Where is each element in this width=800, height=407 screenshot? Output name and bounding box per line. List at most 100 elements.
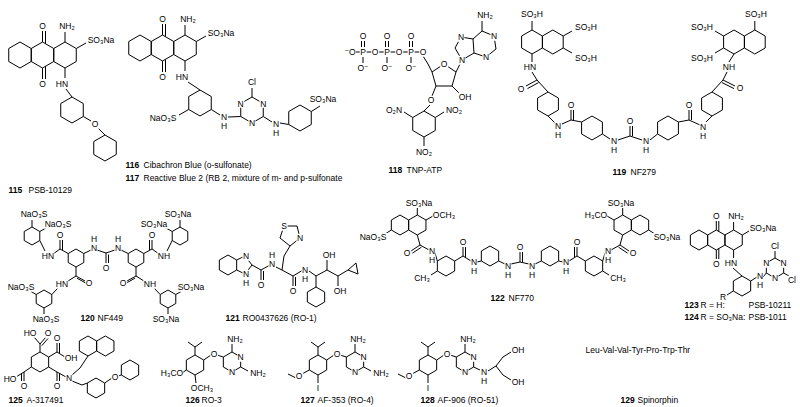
ring	[87, 378, 104, 398]
compound-number: 126	[185, 396, 200, 405]
atom-label: O	[53, 334, 61, 343]
atom-label: O	[111, 373, 119, 382]
atom-label: SO₃Na	[152, 315, 180, 324]
ring	[744, 30, 765, 54]
atom-label: I	[426, 384, 429, 393]
atom-label: O	[395, 48, 403, 57]
atom-label: O	[289, 287, 297, 296]
atom-label: O	[44, 329, 52, 338]
atom-label: O	[383, 32, 391, 41]
ring	[36, 290, 52, 308]
atom-label: N	[237, 353, 244, 362]
compound-number: 118	[388, 166, 403, 175]
compound-name: RO0437626 (RO-1)	[242, 314, 317, 323]
atom-label: NH	[143, 280, 156, 289]
ring	[189, 90, 212, 116]
atom-label: NH₂	[227, 335, 244, 344]
structure-group	[9, 21, 789, 398]
compound-name: PSB-1011	[748, 313, 787, 322]
atom-label: O	[626, 117, 634, 126]
ring	[128, 249, 144, 267]
atom-label: N	[504, 262, 511, 271]
atom-label: SO₃H	[521, 10, 544, 19]
bond-lines	[398, 342, 511, 383]
atom-label: NH₂	[59, 22, 76, 31]
atom-label: H	[428, 256, 435, 265]
atom-label: O	[736, 84, 744, 93]
ring	[542, 30, 563, 54]
ring	[219, 255, 236, 275]
bond-lines	[31, 220, 181, 314]
atom-label: O	[210, 350, 218, 359]
ring	[724, 30, 745, 54]
atom-label: NH₂	[250, 369, 267, 378]
atom-label: O	[257, 281, 265, 290]
atom-label: NaO₃S	[44, 220, 72, 229]
atom-label: I	[316, 384, 319, 393]
atom-label: O	[427, 96, 435, 105]
atom-label: ⁻O	[344, 48, 356, 57]
atom-label: N	[90, 244, 97, 253]
compound-number: 124	[684, 313, 699, 322]
atom-label: N	[242, 252, 249, 261]
atom-label: NaO₃S	[7, 283, 35, 292]
atom-label: H	[114, 235, 121, 244]
atom-label: O	[419, 48, 427, 57]
atom-label: P	[408, 48, 415, 57]
compound-name: R = H:	[700, 301, 725, 310]
atom-label: OCH₃	[432, 211, 455, 220]
atom-label: H	[756, 281, 763, 290]
compound-name: PSB-10211	[748, 301, 792, 310]
atom-label: NaO₃S	[359, 233, 387, 242]
ring	[94, 135, 117, 161]
ring	[31, 42, 54, 68]
atom-label: N	[457, 33, 464, 42]
ring	[289, 105, 312, 131]
atom-label: SO₃Na	[164, 210, 192, 219]
ring	[541, 246, 558, 266]
atom-label: N	[562, 258, 569, 267]
atom-label: O	[712, 212, 720, 221]
atom-label: NH	[722, 63, 735, 72]
bond-lines	[346, 21, 496, 146]
compound-number: 117	[125, 174, 140, 183]
atom-label: N	[470, 353, 477, 362]
ring	[702, 92, 723, 116]
bond-lines	[16, 337, 121, 385]
atom-label: N	[301, 266, 308, 275]
compound-number: 127	[300, 396, 315, 405]
atom-label: O	[403, 249, 411, 258]
atom-label: O	[712, 260, 720, 269]
atom-label: O	[517, 85, 525, 94]
atom-label: H	[610, 146, 617, 155]
atom-label: O	[85, 279, 93, 288]
atom-label: N	[699, 123, 706, 132]
atom-label: SO₃Na	[87, 36, 115, 45]
compound-name: A-317491	[26, 396, 64, 405]
atom-label: HN	[175, 73, 188, 82]
bond-lines	[182, 342, 248, 383]
atom-label: SO₃H	[745, 10, 768, 19]
atom-label: HN	[523, 63, 536, 72]
compound-number: 129	[620, 396, 635, 405]
ring	[54, 42, 77, 68]
ring	[585, 256, 602, 276]
ring	[481, 246, 498, 266]
atom-label: O	[91, 120, 99, 129]
atom-label: SO₃Na	[405, 199, 433, 208]
atom-label: SO₃Na	[653, 233, 681, 242]
atom-label: SO₃Na	[207, 29, 235, 38]
compound-name: TNP-ATP	[406, 166, 443, 175]
atom-label: H₃CO	[160, 369, 183, 378]
atom-label: N	[461, 368, 468, 377]
atom-label: NaO₃S	[149, 114, 177, 123]
atom-label: O	[443, 350, 451, 359]
atom-label: H	[242, 279, 249, 288]
ring	[174, 35, 197, 61]
ring	[409, 215, 426, 235]
compound-name: RO-3	[201, 396, 222, 405]
ring	[160, 290, 176, 308]
atom-label: O	[148, 231, 156, 240]
compound-name: NF279	[630, 168, 657, 177]
